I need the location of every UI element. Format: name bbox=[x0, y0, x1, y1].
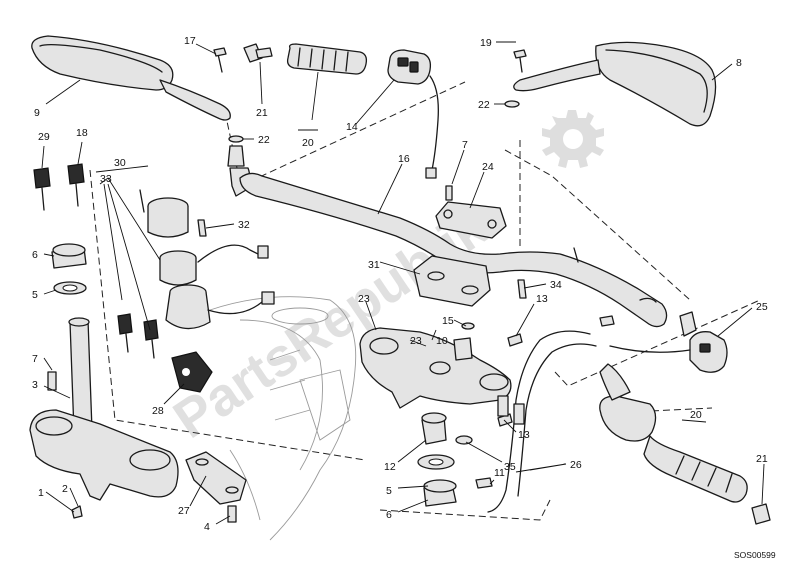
callout-6-top: 6 bbox=[32, 249, 38, 261]
callout-5-top: 5 bbox=[32, 289, 38, 301]
callout-24: 24 bbox=[482, 161, 494, 173]
lower-triple-clamp bbox=[29, 409, 179, 519]
callout-23-bottom: 23 bbox=[410, 335, 422, 347]
steering-nut-stack bbox=[417, 412, 457, 507]
handlebar-tube bbox=[239, 172, 668, 328]
callout-16: 16 bbox=[398, 153, 410, 165]
callout-2: 2 bbox=[62, 483, 68, 495]
callout-11: 11 bbox=[494, 467, 505, 479]
right-mirror bbox=[504, 41, 717, 127]
callout-31: 31 bbox=[368, 259, 380, 271]
top-bearing-nut bbox=[51, 243, 87, 295]
callout-34: 34 bbox=[550, 279, 562, 291]
leader-lines bbox=[41, 41, 765, 525]
callout-23: 23 bbox=[358, 293, 370, 305]
callout-18: 18 bbox=[76, 127, 88, 139]
throttle-cables bbox=[487, 315, 615, 513]
callout-22-right: 22 bbox=[478, 99, 490, 111]
ignition-bracket bbox=[171, 351, 213, 393]
left-bar-end-weight bbox=[243, 43, 273, 63]
watermark-gear-icon bbox=[542, 110, 604, 168]
callout-9: 9 bbox=[34, 107, 40, 119]
callout-30: 30 bbox=[114, 157, 126, 169]
callout-13-bottom: 13 bbox=[518, 429, 530, 441]
callout-17: 17 bbox=[184, 35, 196, 47]
callout-3: 3 bbox=[32, 379, 38, 391]
callout-14: 14 bbox=[346, 121, 358, 133]
callout-19: 19 bbox=[480, 37, 492, 49]
nut-side-fasteners bbox=[455, 333, 523, 489]
steering-stem bbox=[47, 317, 93, 433]
callout-20-grip: 20 bbox=[690, 409, 702, 421]
callout-12: 12 bbox=[384, 461, 396, 473]
left-grip bbox=[286, 43, 368, 75]
callout-6-bottom: 6 bbox=[386, 509, 392, 521]
callout-21-grip: 21 bbox=[756, 453, 768, 465]
callout-7-stem: 7 bbox=[32, 353, 38, 365]
throttle-grip bbox=[599, 363, 771, 525]
callout-4: 4 bbox=[204, 521, 210, 533]
bracket-30 bbox=[95, 165, 149, 173]
callout-35: 35 bbox=[504, 461, 516, 473]
right-switch-housing bbox=[609, 311, 728, 373]
callout-1: 1 bbox=[38, 487, 44, 499]
upper-triple-clamp bbox=[359, 322, 512, 409]
bracket-20-bottom bbox=[681, 419, 707, 423]
callout-5-bottom: 5 bbox=[386, 485, 392, 497]
ignition-keys bbox=[33, 163, 159, 359]
ignition-switch bbox=[139, 189, 275, 330]
callout-15: 15 bbox=[442, 315, 454, 327]
frame-ghost bbox=[209, 296, 357, 541]
callout-21: 21 bbox=[256, 107, 268, 119]
handlebar-lower-clamp bbox=[413, 255, 527, 307]
callout-26: 26 bbox=[570, 459, 582, 471]
drawing-code: SOS00599 bbox=[734, 550, 776, 560]
callout-13-top: 13 bbox=[536, 293, 548, 305]
callout-7-clamp: 7 bbox=[462, 139, 468, 151]
callout-8: 8 bbox=[736, 57, 742, 69]
callout-10: 10 bbox=[436, 335, 448, 347]
callout-20: 20 bbox=[302, 137, 314, 149]
callout-22: 22 bbox=[258, 134, 270, 146]
callout-labels: 17 21 20 9 22 14 19 8 22 29 18 30 33 16 … bbox=[32, 35, 768, 533]
left-switch-housing bbox=[387, 49, 439, 179]
damper-bracket bbox=[185, 451, 247, 523]
left-mirror-stem bbox=[213, 47, 251, 197]
callout-28: 28 bbox=[152, 405, 164, 417]
handlebar-clamp-cap bbox=[435, 185, 507, 239]
callout-29: 29 bbox=[38, 131, 50, 143]
callout-25: 25 bbox=[756, 301, 768, 313]
callout-33: 33 bbox=[100, 173, 112, 185]
left-mirror bbox=[31, 35, 231, 121]
callout-32: 32 bbox=[238, 219, 250, 231]
callout-27: 27 bbox=[178, 505, 190, 517]
